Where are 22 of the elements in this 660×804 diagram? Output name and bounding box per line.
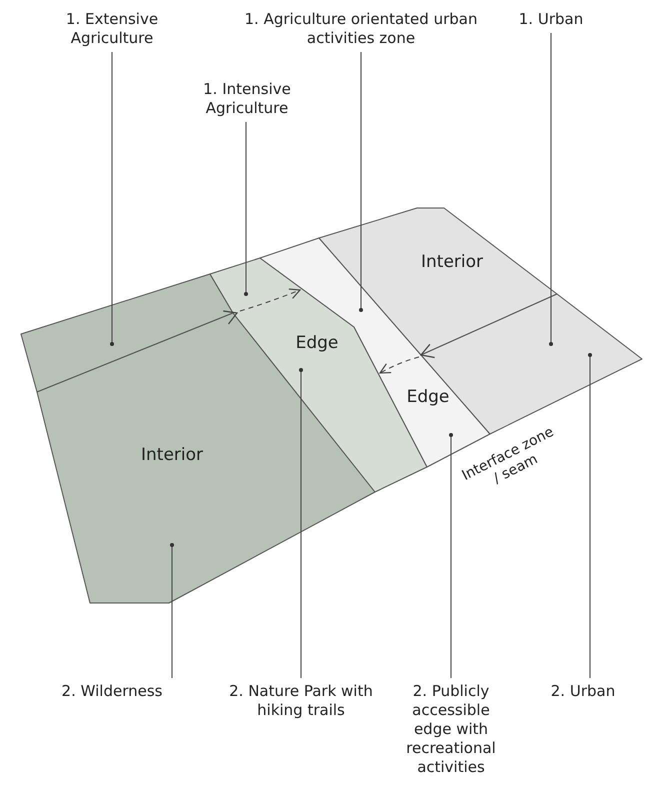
zone-label: Edge [406,387,450,407]
callout-label: 2. Urban [533,682,633,701]
leader-line [299,368,303,678]
leader-line [170,543,174,678]
leader-line [110,52,114,346]
zone-label: Edge [296,333,338,353]
flow-arrow [379,356,420,374]
callout-label: 2. Publicly accessible edge with recreational activities [394,682,508,777]
callout-label: 2. Nature Park with hiking trails [216,682,386,720]
callout-label: 1. Agriculture orientated urban activities zone [236,10,486,48]
zone-label: Interior [421,252,483,272]
flow-arrow [240,288,301,312]
leader-line [549,32,553,346]
leader-line [588,353,592,678]
callout-label: 1. Urban [501,10,601,29]
leader-line [244,122,248,296]
callout-label: 1. Intensive Agriculture [182,80,312,118]
leader-line [449,433,453,678]
leader-line [359,52,363,312]
callout-label: 2. Wilderness [42,682,182,701]
zone-label: Interior [141,445,203,465]
callout-label: 1. Extensive Agriculture [42,10,182,48]
